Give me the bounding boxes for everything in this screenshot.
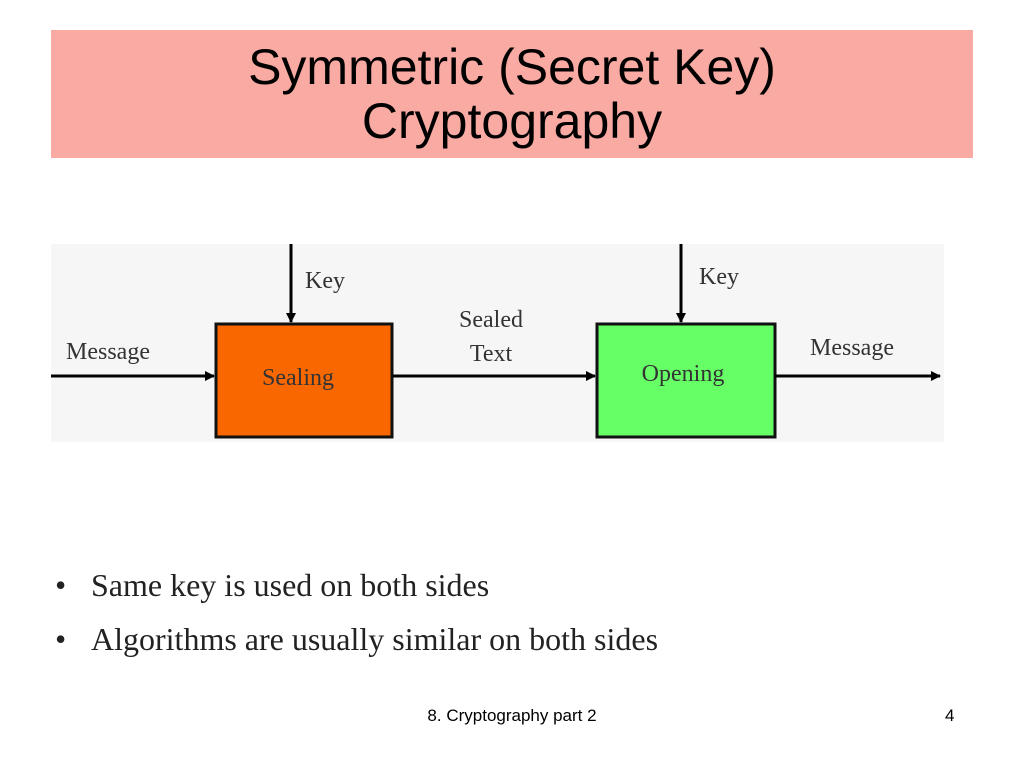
bullet-symbol: • (55, 621, 67, 657)
sealing-box (214, 322, 394, 439)
sealed-text-label-line-2: Text (470, 341, 513, 367)
opening-box (595, 322, 777, 439)
sealed-text-label-line-1: Sealed (459, 307, 523, 333)
title-banner: Symmetric (Secret Key) Cryptography (51, 30, 973, 158)
diagram-panel (51, 244, 944, 442)
bullet-list: • Same key is used on both sides • Algorit… (55, 558, 658, 666)
bullet-symbol: • (55, 567, 67, 603)
page-number: 4 (945, 706, 955, 725)
bullet-item: • Algorithms are usually similar on both … (55, 612, 658, 666)
footer-title: 8. Cryptography part 2 (427, 706, 597, 725)
sealing-key-label: Key (305, 268, 345, 294)
bullet-item: • Same key is used on both sides (55, 558, 658, 612)
output-message-label: Message (810, 335, 894, 361)
opening-box-label: Opening (642, 361, 725, 387)
input-message-label: Message (66, 339, 150, 365)
slide-title-line-1: Symmetric (Secret Key) (248, 39, 776, 95)
bullet-text: Same key is used on both sides (91, 567, 490, 603)
sealing-box-label: Sealing (262, 365, 334, 391)
opening-key-label: Key (699, 264, 739, 290)
slide-title-line-2: Cryptography (361, 93, 663, 149)
bullet-text: Algorithms are usually similar on both s… (91, 621, 659, 657)
